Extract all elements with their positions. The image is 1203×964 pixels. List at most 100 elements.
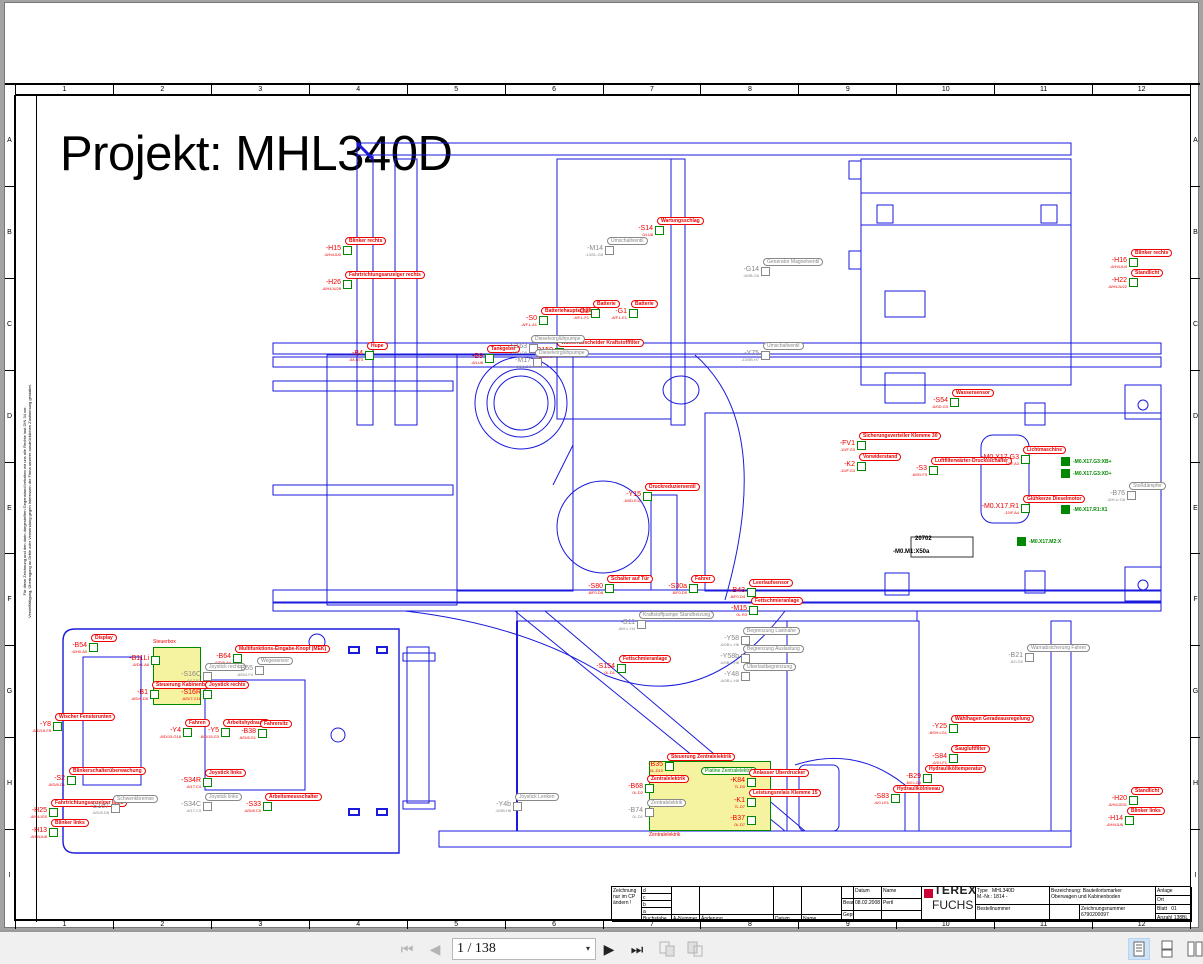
component-location-box[interactable] bbox=[747, 816, 756, 825]
component-location-box[interactable] bbox=[203, 802, 212, 811]
first-page-button[interactable]: ⏮ bbox=[398, 940, 416, 958]
connector-box[interactable] bbox=[1061, 469, 1070, 478]
component-location-box[interactable] bbox=[203, 690, 212, 699]
component-location-box[interactable] bbox=[747, 798, 756, 807]
name-label: Name bbox=[882, 887, 922, 899]
component-location-box[interactable] bbox=[485, 354, 494, 363]
component-location-box[interactable] bbox=[749, 606, 758, 615]
component-location-box[interactable] bbox=[513, 802, 522, 811]
component-label: Batterie bbox=[631, 300, 658, 308]
component-location-box[interactable] bbox=[343, 280, 352, 289]
component-location-box[interactable] bbox=[689, 584, 698, 593]
component-id: -S30a-8/F0.D9 bbox=[641, 583, 687, 595]
component-location-box[interactable] bbox=[67, 776, 76, 785]
component-location-box[interactable] bbox=[221, 728, 230, 737]
component-location-box[interactable] bbox=[49, 828, 58, 837]
last-page-button[interactable]: ⏭ bbox=[628, 940, 646, 958]
continuous-view-button[interactable] bbox=[1156, 938, 1178, 960]
column-marker-10: 10 bbox=[897, 85, 996, 94]
component-location-box[interactable] bbox=[1025, 653, 1034, 662]
component-location-box[interactable] bbox=[111, 804, 120, 813]
component-location-box[interactable] bbox=[645, 784, 654, 793]
component-location-box[interactable] bbox=[533, 358, 542, 367]
component-location-box[interactable] bbox=[89, 643, 98, 652]
component-location-box[interactable] bbox=[655, 226, 664, 235]
component-location-box[interactable] bbox=[605, 246, 614, 255]
component-location-box[interactable] bbox=[258, 729, 267, 738]
two-page-view-button[interactable] bbox=[1184, 938, 1203, 960]
component-location-box[interactable] bbox=[741, 636, 750, 645]
component-location-box[interactable] bbox=[950, 398, 959, 407]
component-location-box[interactable] bbox=[203, 778, 212, 787]
component-location-box[interactable] bbox=[233, 654, 242, 663]
component-location-box[interactable] bbox=[183, 728, 192, 737]
component-location-box[interactable] bbox=[1125, 816, 1134, 825]
next-page-button[interactable]: ▶ bbox=[600, 940, 618, 958]
component-label: Wasserabscheider Kraftstofffilter bbox=[557, 339, 644, 347]
component-reference: -6/0B.G6 bbox=[742, 273, 759, 278]
component-location-box[interactable] bbox=[643, 492, 652, 501]
rotate-left-button[interactable] bbox=[658, 940, 676, 958]
component-location-box[interactable] bbox=[637, 620, 646, 629]
component-id-text: -S14 bbox=[638, 225, 653, 232]
component-location-box[interactable] bbox=[923, 774, 932, 783]
component-location-box[interactable] bbox=[761, 351, 770, 360]
component-location-box[interactable] bbox=[857, 462, 866, 471]
connector-box[interactable] bbox=[1061, 505, 1070, 514]
page-dropdown-icon[interactable]: ▾ bbox=[585, 944, 590, 953]
component-location-box[interactable] bbox=[617, 664, 626, 673]
bestellnummer-value bbox=[1050, 905, 1080, 922]
copyright-note: Für diese Zeichnung und den darin darges… bbox=[17, 96, 37, 922]
component-reference: 0/LU8 bbox=[642, 232, 653, 237]
component-location-box[interactable] bbox=[1021, 504, 1030, 513]
previous-page-button[interactable]: ◀ bbox=[426, 940, 444, 958]
component-location-box[interactable] bbox=[605, 584, 614, 593]
component-location-box[interactable] bbox=[949, 724, 958, 733]
component-location-box[interactable] bbox=[747, 588, 756, 597]
component-location-box[interactable] bbox=[529, 344, 538, 353]
revision-grid-datum bbox=[774, 887, 802, 915]
row-marker-b: B bbox=[1191, 187, 1200, 279]
component-location-box[interactable] bbox=[591, 309, 600, 318]
component-location-box[interactable] bbox=[49, 808, 58, 817]
type-cell: Type MHL340D M.-Nr.: 1814 - bbox=[976, 887, 1050, 905]
component-location-box[interactable] bbox=[1129, 796, 1138, 805]
component-location-box[interactable] bbox=[741, 672, 750, 681]
component-location-box[interactable] bbox=[151, 656, 160, 665]
component-location-box[interactable] bbox=[857, 441, 866, 450]
component-location-box[interactable] bbox=[365, 351, 374, 360]
component-location-box[interactable] bbox=[949, 754, 958, 763]
single-page-view-button[interactable] bbox=[1128, 938, 1150, 960]
component-location-box[interactable] bbox=[1021, 455, 1030, 464]
anzahl-value: 138BL bbox=[1173, 915, 1189, 921]
last-page-icon: ⏭ bbox=[630, 940, 644, 957]
component-location-box[interactable] bbox=[741, 654, 750, 663]
component-location-box[interactable] bbox=[747, 778, 756, 787]
component-reference: -6/0B.H6 bbox=[495, 808, 511, 813]
rotate-right-button[interactable] bbox=[686, 940, 704, 958]
component-location-box[interactable] bbox=[1127, 491, 1136, 500]
page-number-input[interactable]: 1 / 138 ▾ bbox=[452, 938, 596, 960]
component-location-box[interactable] bbox=[929, 466, 938, 475]
component-location-box[interactable] bbox=[1129, 278, 1138, 287]
component-reference: -8/D/8.G1 bbox=[238, 735, 256, 740]
component-location-box[interactable] bbox=[645, 808, 654, 817]
component-location-box[interactable] bbox=[761, 267, 770, 276]
component-label: Hydraulikölniveau bbox=[893, 785, 945, 793]
connector-box[interactable] bbox=[1061, 457, 1070, 466]
component-location-box[interactable] bbox=[53, 722, 62, 731]
page-title: Projekt: MHL340D bbox=[60, 127, 453, 181]
component-location-box[interactable] bbox=[343, 246, 352, 255]
component-location-box[interactable] bbox=[150, 690, 159, 699]
component-id-text: -Y25 bbox=[932, 723, 947, 730]
component-location-box[interactable] bbox=[255, 666, 264, 675]
component-location-box[interactable] bbox=[203, 672, 212, 681]
component-location-box[interactable] bbox=[665, 762, 674, 771]
component-location-box[interactable] bbox=[1129, 258, 1138, 267]
component-location-box[interactable] bbox=[629, 309, 638, 318]
component-location-box[interactable] bbox=[539, 316, 548, 325]
component-location-box[interactable] bbox=[263, 802, 272, 811]
component-location-box[interactable] bbox=[891, 794, 900, 803]
connector-box[interactable] bbox=[1017, 537, 1026, 546]
